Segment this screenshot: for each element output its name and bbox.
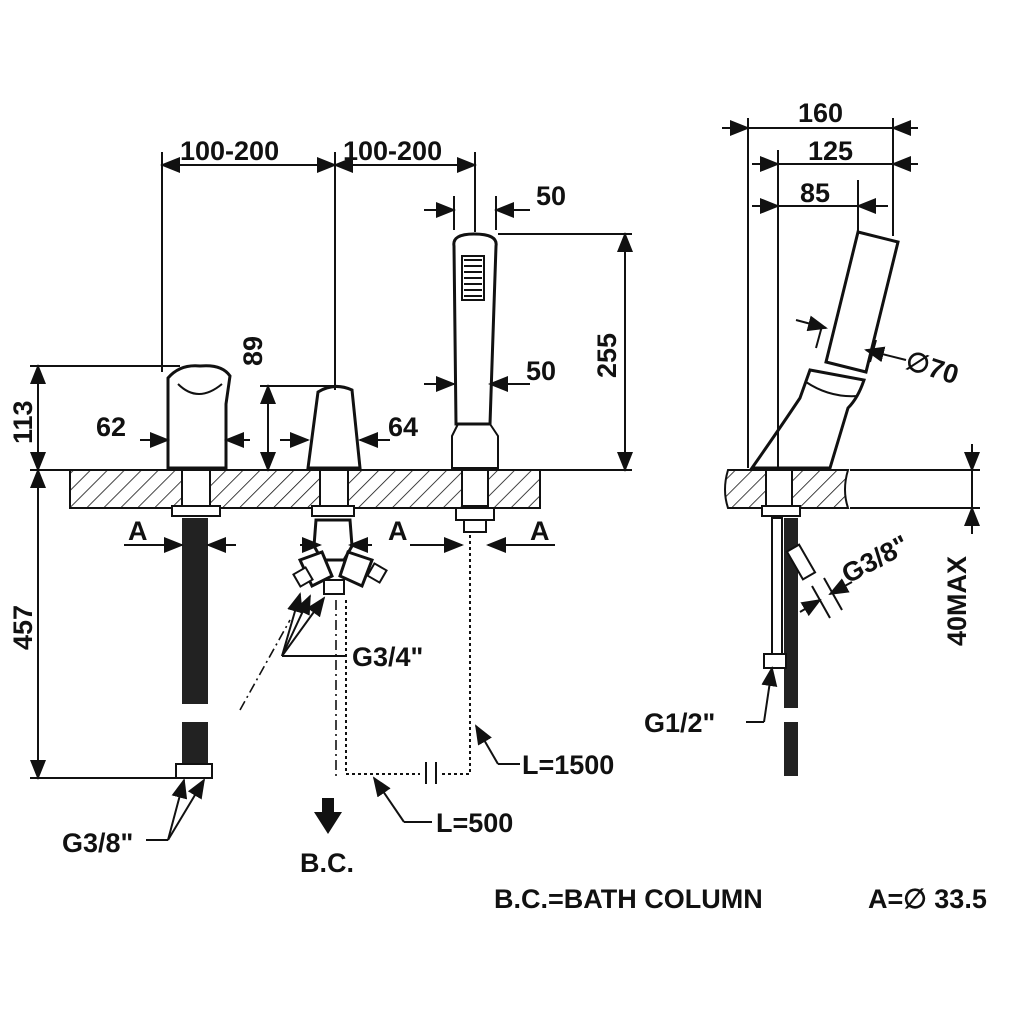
dim-lever-base-left: 62	[96, 412, 126, 442]
label-a-left: A	[128, 516, 148, 546]
label-bc: B.C.	[300, 848, 354, 878]
dim-deck-thickness: 40MAX	[942, 556, 972, 646]
leader-lines-front	[146, 592, 520, 841]
dim-side-diameter: ∅70	[902, 345, 962, 390]
middle-valve-body	[292, 385, 388, 595]
legend-bath-column: B.C.=BATH COLUMN	[494, 884, 763, 914]
dim-handshower-neck: 50	[526, 356, 556, 386]
dim-lever-height-right: 89	[238, 336, 268, 366]
label-g38-left: G3/8"	[62, 828, 133, 858]
label-g38-side: G3/8"	[837, 529, 914, 589]
label-g34: G3/4"	[352, 642, 423, 672]
dim-lever-base-right: 64	[388, 412, 418, 442]
connection-lines	[239, 534, 471, 834]
side-valve-body	[749, 230, 900, 776]
label-l500: L=500	[436, 808, 513, 838]
dim-spacing-right: 100-200	[343, 136, 442, 166]
left-valve-body	[166, 364, 232, 779]
dimension-lines-side	[722, 118, 980, 723]
dim-handshower-width: 50	[536, 181, 566, 211]
hand-shower	[451, 232, 499, 533]
dim-side-mid: 125	[808, 136, 853, 166]
dim-spacing-left: 100-200	[180, 136, 279, 166]
dim-side-inner: 85	[800, 178, 830, 208]
legend-a-value: A=∅ 33.5	[868, 884, 987, 914]
label-a-mid: A	[388, 516, 408, 546]
dimension-lines-front	[30, 152, 633, 780]
label-a-right: A	[530, 516, 550, 546]
dim-below-deck: 457	[8, 605, 38, 650]
dim-lever-height-left: 113	[8, 400, 38, 444]
label-l1500: L=1500	[522, 750, 614, 780]
dim-side-total: 160	[798, 98, 843, 128]
dim-handshower-height: 255	[592, 333, 622, 378]
label-g12: G1/2"	[644, 708, 715, 738]
